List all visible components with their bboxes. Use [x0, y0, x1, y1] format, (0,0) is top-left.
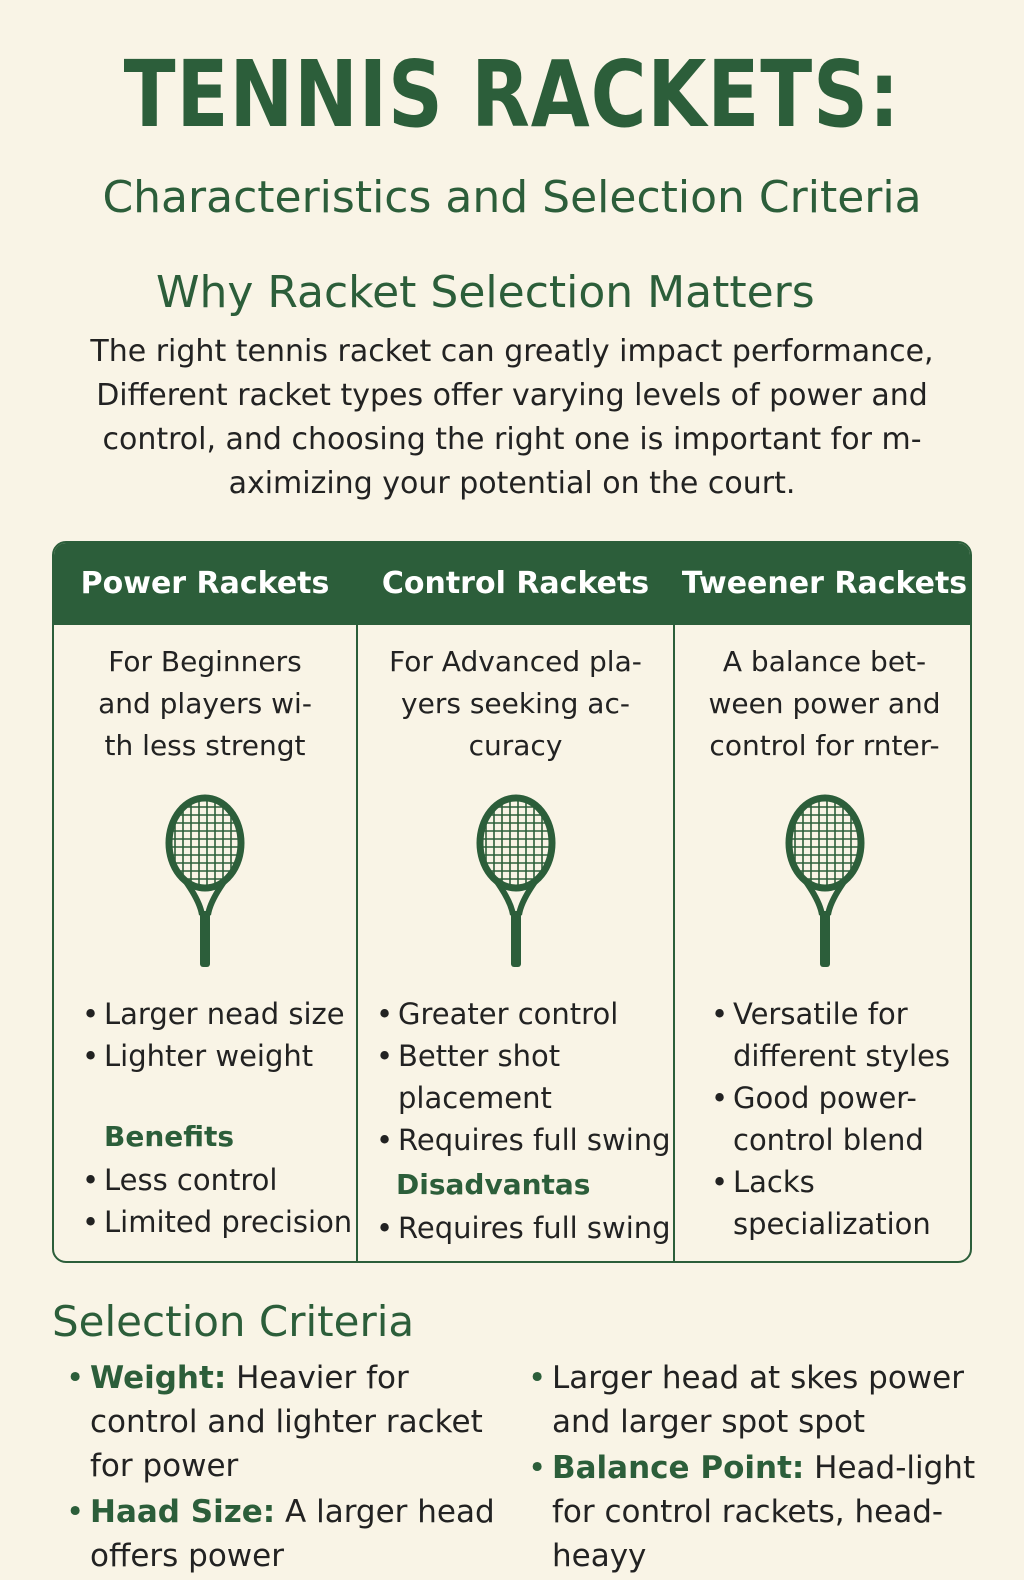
column-tweener-rackets: Tweener Rackets A balance bet-ween power… — [673, 543, 970, 1261]
tennis-racket-icon — [476, 794, 555, 967]
selection-criteria-heading: Selection Criteria — [52, 1297, 415, 1346]
criteria-term: Haad Size: — [90, 1494, 276, 1530]
list-item: Larger nead size — [82, 993, 356, 1035]
disadvantages-list: Requires full swing — [376, 1207, 673, 1249]
criteria-item: Haad Size: A larger head offers power — [66, 1490, 516, 1578]
list-item: Lacks specialization — [711, 1161, 954, 1245]
list-item: Lighter weight — [82, 1035, 356, 1077]
criteria-term: Balance Point: — [552, 1450, 805, 1486]
criteria-text: Heavier for control and lighter racket f… — [90, 1360, 483, 1484]
criteria-left-column: Weight: Heavier for control and lighter … — [66, 1356, 516, 1580]
list-item: Versatile for different styles — [711, 993, 954, 1077]
column-header: Control Rackets — [358, 543, 673, 625]
racket-comparison-table: Power Rackets For Beginners and players … — [52, 541, 972, 1263]
why-heading: Why Racket Selection Matters — [156, 267, 815, 318]
list-item: Greater control — [376, 993, 673, 1035]
page-title: TENNIS RACKETS: — [123, 41, 901, 148]
benefits-list: Less control Limited precision — [82, 1159, 356, 1243]
column-description: For Beginners and players wi-th less str… — [98, 645, 312, 762]
column-control-rackets: Control Rackets For Advanced pla-yers se… — [356, 543, 673, 1261]
criteria-item: Larger head at skes power and larger spo… — [528, 1356, 988, 1444]
intro-paragraph: The right tennis racket can greatly impa… — [90, 334, 934, 501]
column-power-rackets: Power Rackets For Beginners and players … — [54, 543, 356, 1261]
list-item: Limited precision — [82, 1201, 356, 1243]
features-list: Larger nead size Lighter weight — [82, 993, 356, 1077]
disadvantages-label: Disadvantas — [396, 1168, 591, 1201]
criteria-item: Balance Point: Head-light for control ra… — [528, 1446, 988, 1578]
features-list: Greater control Better shot placement Re… — [376, 993, 673, 1161]
list-item: Requires full swing — [376, 1119, 673, 1161]
benefits-label: Benefits — [104, 1120, 235, 1153]
criteria-term: Weight: — [90, 1360, 227, 1396]
column-header: Power Rackets — [54, 543, 356, 625]
criteria-item: Weight: Heavier for control and lighter … — [66, 1356, 516, 1488]
column-header: Tweener Rackets — [675, 543, 970, 625]
features-list: Versatile for different styles Good powe… — [711, 993, 954, 1245]
column-description: A balance bet-ween power and control for… — [708, 645, 941, 762]
list-item: Less control — [82, 1159, 356, 1201]
tennis-racket-icon — [785, 794, 864, 967]
tennis-racket-icon — [165, 794, 245, 967]
list-item: Good power-control blend — [711, 1077, 954, 1161]
list-item: Requires full swing — [376, 1207, 673, 1249]
criteria-right-column: Larger head at skes power and larger spo… — [528, 1356, 988, 1580]
criteria-text: Larger head at skes power and larger spo… — [552, 1360, 964, 1440]
page-subtitle: Characteristics and Selection Criteria — [102, 172, 922, 223]
column-description: For Advanced pla-yers seeking ac-curacy — [389, 645, 642, 762]
list-item: Better shot placement — [376, 1035, 673, 1119]
